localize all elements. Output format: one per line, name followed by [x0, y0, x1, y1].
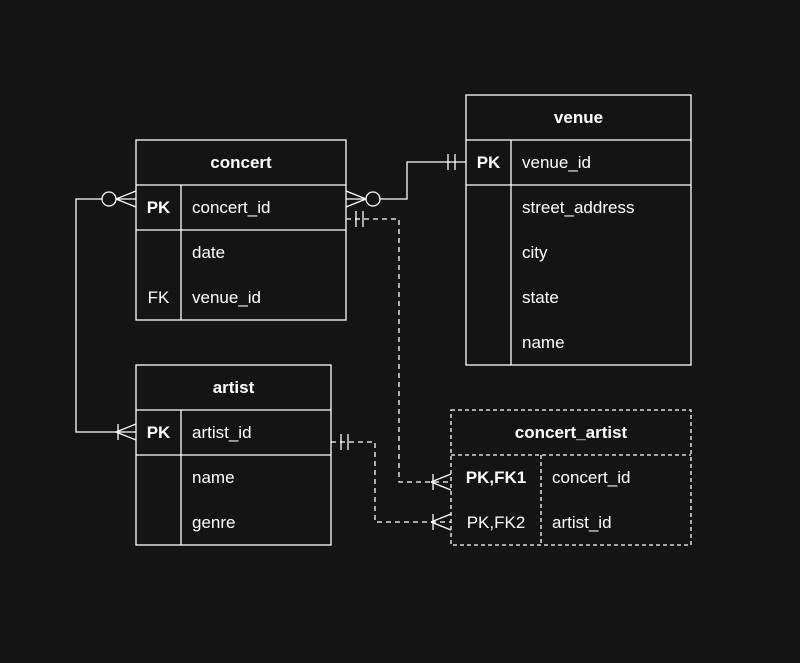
one-or-many-marker: [115, 423, 137, 441]
relationship-concert-concert-artist[interactable]: [346, 211, 452, 491]
key-label: PK: [147, 198, 171, 217]
field-label: name: [522, 333, 565, 352]
relationship-artist-concert-artist[interactable]: [331, 434, 452, 531]
field-label: date: [192, 243, 225, 262]
one-or-many-marker: [430, 473, 452, 491]
field-label: venue_id: [522, 153, 591, 172]
key-label: PK,FK2: [467, 513, 526, 532]
key-label: FK: [148, 288, 170, 307]
one-or-many-marker: [430, 513, 452, 531]
entity-venue[interactable]: venue PK venue_id street_address city st…: [465, 94, 692, 366]
key-label: PK,FK1: [466, 468, 526, 487]
entity-concert[interactable]: concert PK concert_id date FK venue_id: [135, 139, 347, 321]
field-label: concert_id: [192, 198, 270, 217]
field-label: concert_id: [552, 468, 630, 487]
entity-title: artist: [213, 378, 255, 397]
field-label: state: [522, 288, 559, 307]
field-label: venue_id: [192, 288, 261, 307]
exactly-one-marker: [340, 434, 349, 450]
entity-title: concert_artist: [515, 423, 628, 442]
entity-title: venue: [554, 108, 603, 127]
field-label: name: [192, 468, 235, 487]
connector-line: [346, 218, 451, 483]
exactly-one-marker: [355, 211, 364, 227]
relationship-concert-venue[interactable]: [345, 154, 466, 208]
key-label: PK: [147, 423, 171, 442]
entity-artist[interactable]: artist PK artist_id name genre: [135, 364, 332, 546]
entity-concert-artist[interactable]: concert_artist PK,FK1 concert_id PK,FK2 …: [450, 409, 692, 546]
field-label: street_address: [522, 198, 634, 217]
connector-line: [331, 441, 451, 523]
exactly-one-marker: [447, 154, 456, 170]
field-label: city: [522, 243, 548, 262]
connector-line: [75, 198, 136, 433]
key-label: PK: [477, 153, 501, 172]
zero-or-many-marker: [345, 190, 381, 208]
field-label: artist_id: [552, 513, 612, 532]
relationship-concert-artist[interactable]: [75, 190, 137, 441]
field-label: artist_id: [192, 423, 252, 442]
entity-title: concert: [210, 153, 272, 172]
zero-or-many-marker: [101, 190, 137, 208]
field-label: genre: [192, 513, 235, 532]
